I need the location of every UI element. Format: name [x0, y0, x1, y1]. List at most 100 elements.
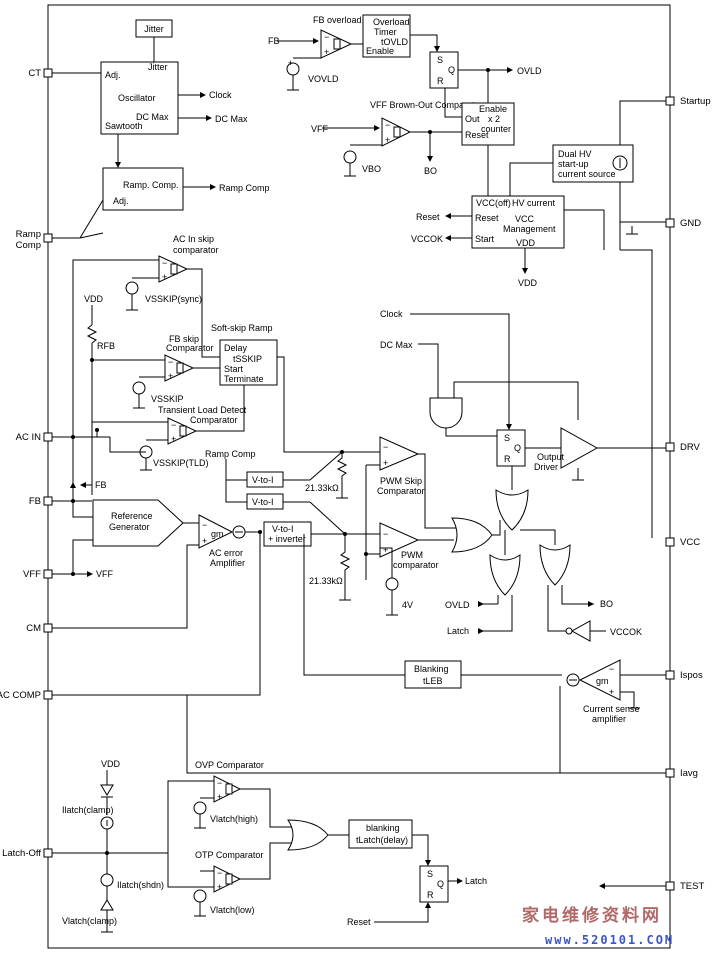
svg-text:Start: Start [224, 364, 244, 374]
svg-text:comparator: comparator [393, 560, 439, 570]
svg-text:S: S [427, 869, 433, 879]
svg-text:BO: BO [600, 599, 613, 609]
svg-text:−: − [171, 420, 176, 430]
svg-text:R: R [427, 890, 434, 900]
svg-text:Enable: Enable [366, 46, 394, 56]
svg-text:Enable: Enable [479, 104, 507, 114]
ovld-sr-latch: S Q R [429, 51, 459, 89]
svg-text:+: + [385, 135, 390, 145]
fb-overload-label: FB overload comparator [313, 15, 410, 25]
svg-text:tSSKIP: tSSKIP [233, 354, 262, 364]
svg-text:Ramp: Ramp [16, 229, 41, 240]
svg-text:+: + [288, 58, 293, 68]
v-to-i-2: V-to-I [246, 493, 284, 510]
svg-text:Reset: Reset [475, 213, 499, 223]
svg-text:Ilatch(clamp): Ilatch(clamp) [62, 805, 114, 815]
svg-text:Reset: Reset [347, 917, 371, 927]
svg-text:+: + [217, 882, 222, 892]
svg-text:gm: gm [211, 529, 224, 539]
svg-text:VSSKIP(TLD): VSSKIP(TLD) [153, 458, 209, 468]
svg-text:FB: FB [29, 496, 41, 507]
svg-text:−: − [202, 520, 207, 530]
svg-text:FB: FB [95, 480, 107, 490]
svg-text:VOVLD: VOVLD [308, 74, 339, 84]
svg-text:Generator: Generator [109, 522, 150, 532]
output-driver: Output Driver [534, 427, 599, 472]
svg-text:Comp: Comp [16, 240, 41, 251]
transient-label: Transient Load Detect [158, 405, 247, 415]
svg-text:V-to-I: V-to-I [252, 475, 274, 485]
svg-text:VBO: VBO [362, 164, 381, 174]
svg-text:Q: Q [448, 65, 455, 75]
pin-iavg: Iavg [665, 768, 698, 779]
svg-text:−: − [217, 778, 222, 788]
otp-comparator: −+ [213, 865, 242, 893]
pwm-sr-latch: S Q R [496, 429, 526, 467]
watermark-url: www.520101.COM [545, 933, 674, 947]
pin-startup: Startup [665, 96, 711, 107]
svg-text:Vlatch(low): Vlatch(low) [210, 905, 255, 915]
ovp-comparator: −+ [213, 775, 242, 803]
svg-text:Jitter: Jitter [144, 24, 164, 34]
svg-text:FB: FB [268, 36, 280, 46]
reset-or-gate-3 [539, 544, 571, 586]
svg-text:21.33kΩ: 21.33kΩ [305, 483, 339, 493]
pin-cm: CM [26, 623, 53, 634]
svg-text:Out: Out [465, 114, 480, 124]
svg-text:+: + [324, 47, 329, 57]
svg-text:VFF: VFF [311, 124, 329, 134]
svg-text:4V: 4V [402, 600, 413, 610]
pin-ac-comp: AC COMP [0, 690, 53, 701]
svg-text:Oscillator: Oscillator [118, 93, 156, 103]
svg-text:Startup: Startup [680, 96, 711, 107]
svg-text:+: + [383, 545, 388, 555]
svg-text:Latch: Latch [447, 626, 469, 636]
svg-text:Latch-Off: Latch-Off [2, 848, 41, 859]
svg-text:PWM: PWM [401, 550, 423, 560]
pin-latch-off: Latch-Off [2, 848, 53, 859]
watermark-cn: 家电维修资料网 [522, 905, 662, 926]
svg-text:VDD: VDD [518, 278, 538, 288]
oscillator-block: Adj. Jitter Oscillator DC Max Sawtooth [100, 61, 179, 135]
svg-text:BO: BO [424, 166, 437, 176]
svg-text:VSSKIP(sync): VSSKIP(sync) [145, 294, 202, 304]
pin-ramp-comp: Ramp Comp [16, 229, 53, 251]
svg-text:−: − [609, 664, 614, 674]
svg-text:VCCOK: VCCOK [411, 234, 443, 244]
pin-ac-in: AC IN [16, 432, 53, 443]
svg-text:R: R [437, 76, 444, 86]
svg-text:start-up: start-up [558, 159, 589, 169]
svg-text:+: + [217, 792, 222, 802]
svg-text:S: S [504, 433, 510, 443]
svg-text:RFB: RFB [97, 341, 115, 351]
svg-text:tLatch(delay): tLatch(delay) [356, 835, 408, 845]
svg-text:Dual HV: Dual HV [558, 149, 592, 159]
svg-text:Reference: Reference [111, 511, 153, 521]
svg-text:DC Max: DC Max [136, 112, 169, 122]
svg-text:current source: current source [558, 169, 616, 179]
svg-text:−: − [383, 442, 388, 452]
svg-text:R: R [504, 454, 511, 464]
pin-vff: VFF [23, 569, 53, 580]
pin-fb: FB [29, 496, 53, 507]
svg-text:+: + [168, 371, 173, 381]
svg-text:Clock: Clock [209, 90, 232, 100]
svg-text:Comparator: Comparator [377, 486, 425, 496]
svg-text:VFF: VFF [96, 569, 114, 579]
svg-text:DRV: DRV [680, 442, 701, 453]
svg-text:amplifier: amplifier [592, 714, 626, 724]
svg-text:Ramp. Comp.: Ramp. Comp. [123, 180, 179, 190]
svg-text:Output: Output [537, 452, 565, 462]
ovp-label: OVP Comparator [195, 760, 264, 770]
svg-text:−: − [217, 868, 222, 878]
latch-or-gate [287, 819, 329, 851]
transient-load-comparator: −+ [167, 417, 198, 445]
svg-text:OVLD: OVLD [445, 600, 470, 610]
vccok-inverter [565, 620, 591, 642]
svg-text:tLEB: tLEB [423, 676, 443, 686]
svg-text:Adj.: Adj. [113, 196, 129, 206]
latch-sr-latch: S Q R [419, 865, 449, 903]
fb-skip-comparator: −+ [164, 354, 195, 382]
svg-text:S: S [437, 55, 443, 65]
